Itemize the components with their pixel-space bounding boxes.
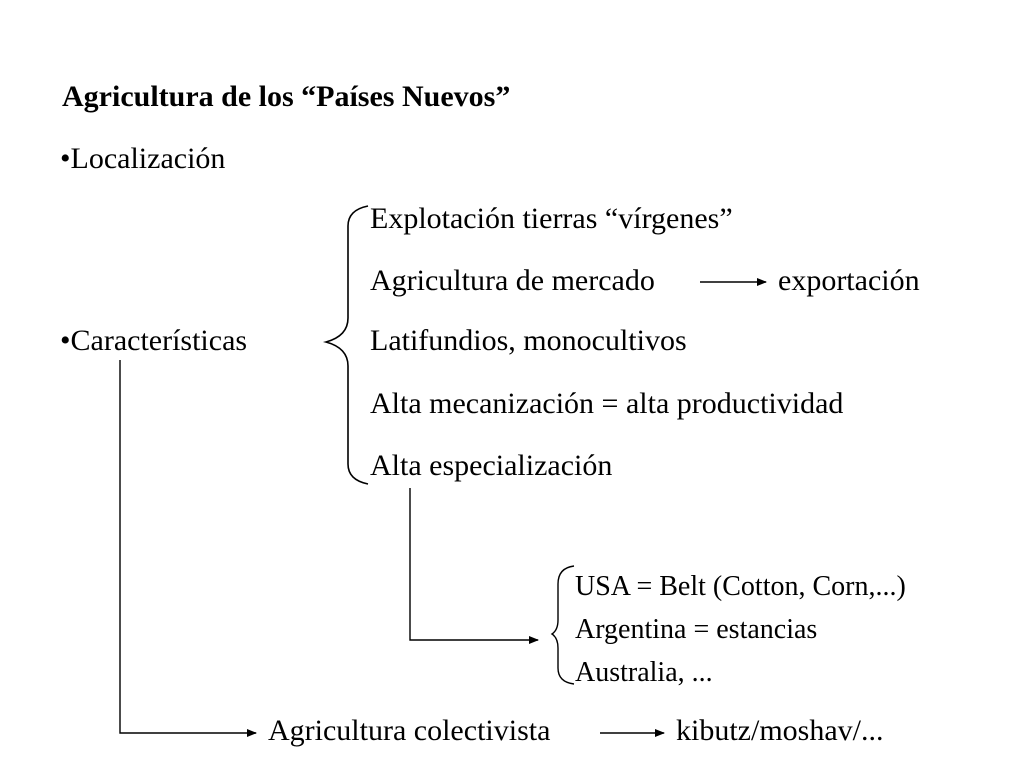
characteristic-item: Explotación tierras “vírgenes” xyxy=(370,202,733,235)
collectivist-label: Agricultura colectivista xyxy=(268,714,551,747)
collectivist-target-label: kibutz/moshav/... xyxy=(676,714,884,747)
example-item: Argentina = estancias xyxy=(575,614,818,645)
characteristic-item: Agricultura de mercado xyxy=(370,264,655,297)
specialization-connector xyxy=(409,488,539,644)
example-item: USA = Belt (Cotton, Corn,...) xyxy=(575,571,906,602)
characteristic-item: Alta especialización xyxy=(370,449,613,482)
bullet-localizacion: •Localización xyxy=(60,142,226,175)
example-item: Australia, ... xyxy=(575,657,713,688)
characteristics-brace xyxy=(322,205,369,485)
collectivist-connector xyxy=(119,360,257,737)
slide-title: Agricultura de los “Países Nuevos” xyxy=(62,80,511,113)
bullet-caracteristicas: •Características xyxy=(60,324,248,357)
examples-brace xyxy=(550,565,575,685)
export-label: exportación xyxy=(778,264,920,297)
characteristic-item: Latifundios, monocultivos xyxy=(370,324,687,357)
characteristic-item: Alta mecanización = alta productividad xyxy=(370,387,844,420)
